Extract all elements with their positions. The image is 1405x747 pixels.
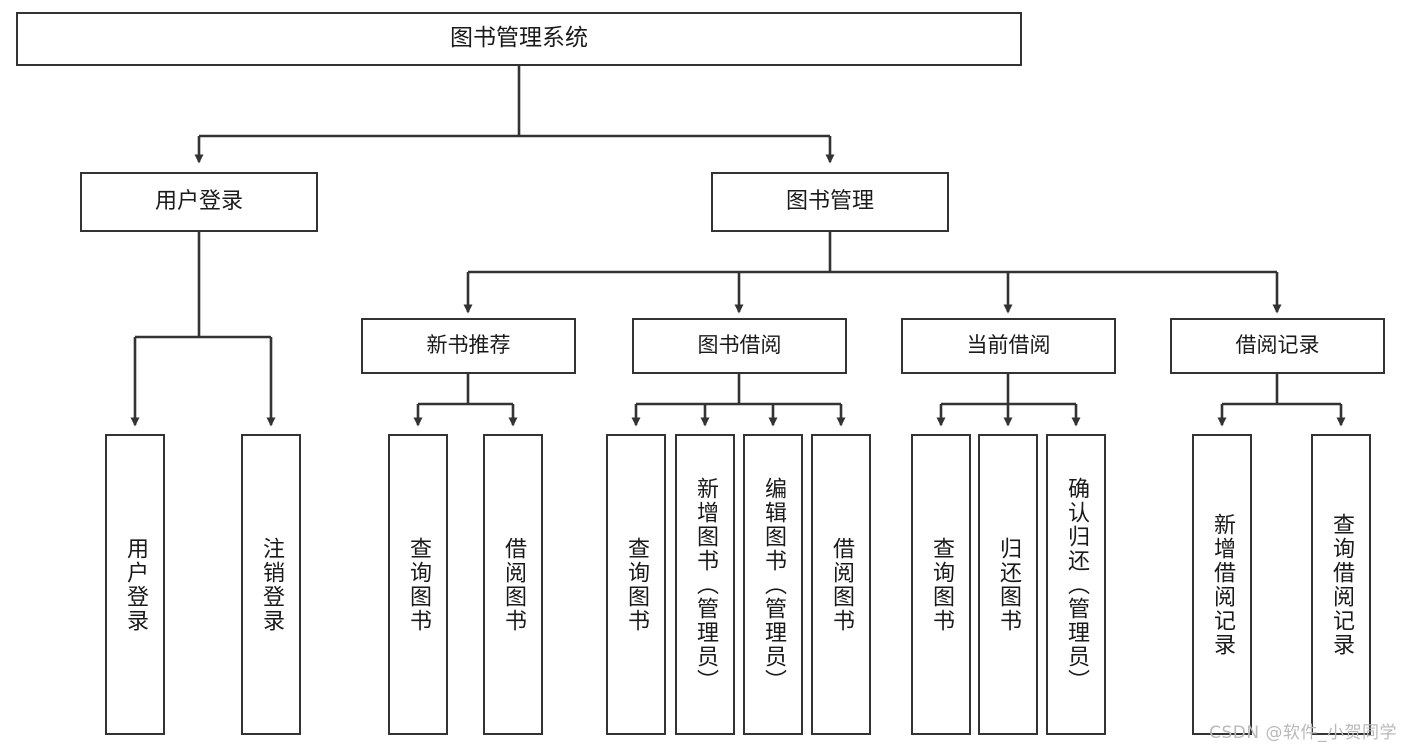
node-label: 编辑图书（管理员） (761, 476, 786, 693)
node-new-book-recommend[interactable]: 新书推荐 (361, 318, 576, 374)
connector-borrow-record-to-leaves (1217, 374, 1346, 427)
leaf-query-book-current[interactable]: 查询图书 (911, 434, 971, 735)
node-label: 新书推荐 (426, 333, 511, 358)
node-book-borrow[interactable]: 图书借阅 (632, 318, 847, 374)
connector-book-borrow-to-leaves (631, 374, 846, 427)
node-label: 图书管理系统 (450, 25, 588, 52)
connector-user-login-to-leaves (130, 232, 276, 427)
connector-new-book-recommend-to-leaves (413, 374, 518, 427)
node-label: 用户登录 (123, 536, 148, 633)
node-label: 查询图书 (406, 536, 431, 633)
node-label: 借阅图书 (829, 536, 854, 633)
node-label: 借阅记录 (1235, 333, 1320, 358)
node-label: 新增借阅记录 (1210, 512, 1235, 657)
connector-book-management-to-level2 (463, 232, 1282, 314)
node-label: 注销登录 (259, 536, 284, 633)
node-label: 查询图书 (929, 536, 954, 633)
leaf-return-book[interactable]: 归还图书 (978, 434, 1038, 735)
node-root-book-management-system[interactable]: 图书管理系统 (16, 12, 1022, 66)
leaf-user-login[interactable]: 用户登录 (105, 434, 165, 735)
node-label: 查询借阅记录 (1329, 512, 1354, 657)
leaf-borrow-book-borrow[interactable]: 借阅图书 (811, 434, 871, 735)
node-book-management[interactable]: 图书管理 (711, 172, 949, 232)
leaf-query-borrow-record[interactable]: 查询借阅记录 (1311, 434, 1371, 735)
node-borrow-record[interactable]: 借阅记录 (1170, 318, 1385, 374)
leaf-edit-book-admin[interactable]: 编辑图书（管理员） (743, 434, 803, 735)
node-label: 当前借阅 (966, 333, 1051, 358)
node-label: 图书管理 (785, 188, 874, 214)
node-label: 查询图书 (624, 536, 649, 633)
node-label: 图书借阅 (697, 333, 782, 358)
node-label: 归还图书 (996, 536, 1021, 633)
node-current-borrow[interactable]: 当前借阅 (901, 318, 1116, 374)
node-label: 借阅图书 (501, 536, 526, 633)
leaf-add-book-admin[interactable]: 新增图书（管理员） (675, 434, 735, 735)
leaf-confirm-return-admin[interactable]: 确认归还（管理员） (1046, 434, 1106, 735)
node-label: 新增图书（管理员） (693, 476, 718, 693)
leaf-borrow-book-recommend[interactable]: 借阅图书 (483, 434, 543, 735)
connector-current-borrow-to-leaves (936, 374, 1081, 427)
connector-root-to-level1 (194, 66, 835, 164)
node-user-login[interactable]: 用户登录 (80, 172, 318, 232)
leaf-query-book-recommend[interactable]: 查询图书 (388, 434, 448, 735)
leaf-add-borrow-record[interactable]: 新增借阅记录 (1192, 434, 1252, 735)
node-label: 用户登录 (154, 188, 243, 214)
leaf-query-book-borrow[interactable]: 查询图书 (606, 434, 666, 735)
leaf-user-logout[interactable]: 注销登录 (241, 434, 301, 735)
node-label: 确认归还（管理员） (1064, 476, 1089, 693)
